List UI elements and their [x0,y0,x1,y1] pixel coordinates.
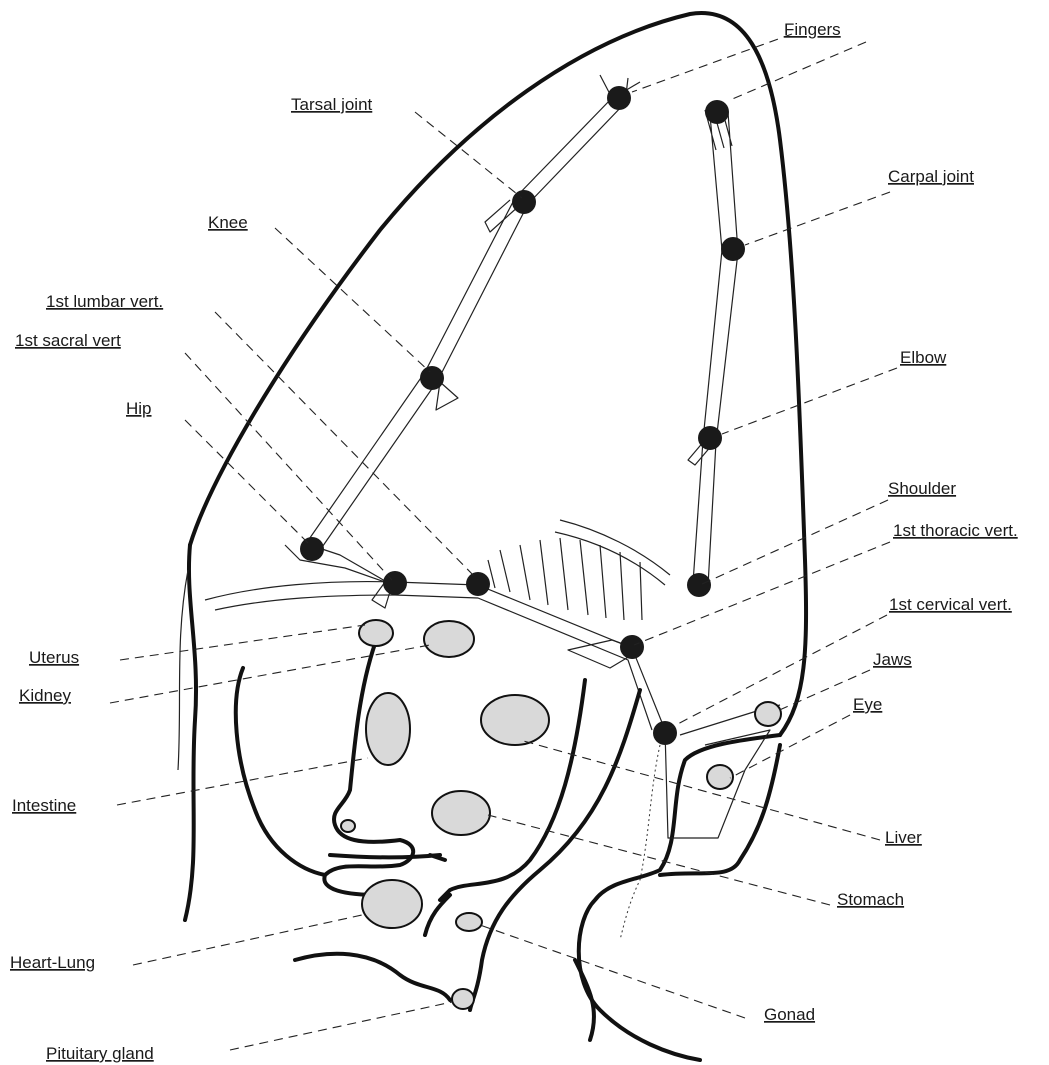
sacral-dot [383,571,407,595]
kidney-organ [424,621,474,657]
label-hip: Hip [126,399,152,418]
label-fingers: Fingers [784,20,841,39]
label-gonad: Gonad [764,1005,815,1024]
label-shoulder: Shoulder [888,479,956,498]
shoulder-dot [687,573,711,597]
uterus-organ [359,620,393,646]
gut-left [236,668,325,875]
label-jaws: Jaws [873,650,912,669]
label-uterus: Uterus [29,648,79,667]
label-pituitary: Pituitary gland [46,1044,154,1063]
label-thoracic: 1st thoracic vert. [893,521,1018,540]
pituitary-organ [452,989,474,1009]
arm-bone [693,102,738,586]
small-organ [341,820,355,832]
jaws-organ [755,702,781,726]
lower-tract [295,855,450,1000]
ribs [488,520,670,620]
label-carpal-joint: Carpal joint [888,167,974,186]
left-inner-line [178,570,188,770]
gonad-organ [456,913,482,931]
intestine-organ [366,693,410,765]
lumbar-dot [466,572,490,596]
left-body-line [185,545,196,920]
label-eye: Eye [853,695,882,714]
stomach-organ [432,791,490,835]
heart-lung-organ [362,880,422,928]
dotted-face-line [620,745,660,940]
carpal-joint-dot [721,237,745,261]
label-sacral: 1st sacral vert [15,331,121,350]
tarsal-joint-dot [512,190,536,214]
fingers-dot-right [705,100,729,124]
label-intestine: Intestine [12,796,76,815]
liver-organ [481,695,549,745]
neck-line [575,960,594,1040]
spine [205,582,665,730]
knee-dot [420,366,444,390]
thoracic-dot [620,635,644,659]
fingers-dot-left [607,86,631,110]
label-tarsal-joint: Tarsal joint [291,95,373,114]
label-stomach: Stomach [837,890,904,909]
cervical-dot [653,721,677,745]
label-heart-lung: Heart-Lung [10,953,95,972]
leg-bone [305,75,640,553]
label-liver: Liver [885,828,922,847]
eye-organ [707,765,733,789]
label-lumbar: 1st lumbar vert. [46,292,163,311]
hip-dot [300,537,324,561]
label-knee: Knee [208,213,248,232]
label-cervical: 1st cervical vert. [889,595,1012,614]
label-kidney: Kidney [19,686,71,705]
label-elbow: Elbow [900,348,947,367]
leader-lines [110,34,897,1050]
elbow-dot [698,426,722,450]
